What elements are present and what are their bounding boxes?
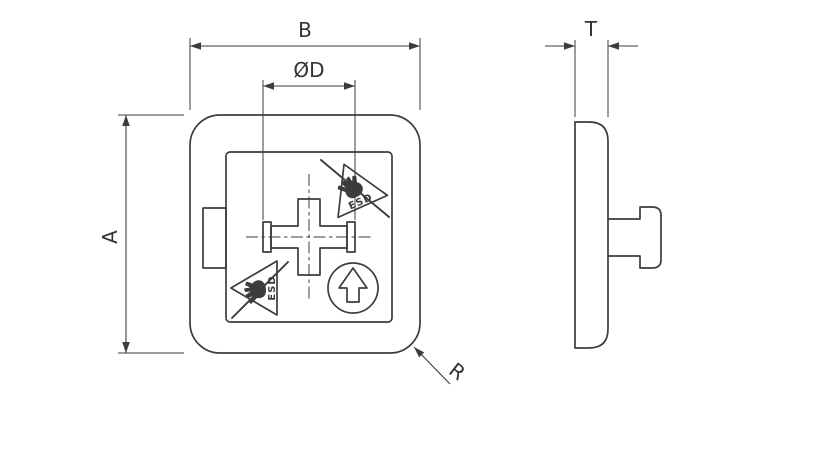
dimension-label-thickness: T <box>584 17 598 41</box>
front-outer-body <box>189 114 421 354</box>
esd-triangle-icon <box>230 260 278 316</box>
arrowhead-right-icon <box>409 42 420 50</box>
dimension-width-B: B <box>189 18 421 110</box>
dimension-height-A: A <box>98 114 184 354</box>
arrowhead-right-icon <box>608 42 619 50</box>
up-arrow-icon <box>338 267 368 303</box>
cross-slot-end-left <box>262 221 272 253</box>
esd-symbol-bottom: ESD <box>230 260 289 319</box>
side-plate-profile <box>574 121 609 349</box>
dimension-label-radius: R <box>444 358 470 386</box>
esd-hand-icon <box>244 280 266 304</box>
dimension-label-height: A <box>98 230 122 244</box>
side-mounting-stem <box>607 206 662 269</box>
esd-symbol-top: ESD <box>320 159 390 219</box>
dimension-label-diameter: ØD <box>293 58 324 82</box>
side-view <box>574 121 662 349</box>
dimension-thickness-T: T <box>545 17 638 117</box>
cross-slot-end-right <box>346 221 356 253</box>
esd-symbol-bottom-label: ESD <box>267 275 278 300</box>
esd-triangle-icon <box>337 163 389 219</box>
arrowhead-right-icon <box>344 82 355 90</box>
arrowhead-left-icon <box>190 42 201 50</box>
radius-callout-R: R <box>413 346 470 386</box>
leader-arrowhead-icon <box>414 347 425 358</box>
front-side-tab <box>202 207 227 269</box>
direction-circle-icon <box>327 262 379 314</box>
dimension-label-width: B <box>298 18 312 42</box>
dimension-diameter-D: ØD <box>262 58 356 220</box>
arrowhead-bottom-icon <box>122 342 130 353</box>
arrowhead-left-icon <box>564 42 575 50</box>
prohibition-slash-bottom <box>231 261 289 319</box>
up-arrow-symbol <box>327 262 379 314</box>
arrowhead-top-icon <box>122 115 130 126</box>
esd-hand-icon <box>337 175 363 199</box>
front-view: ESD ESD <box>189 114 421 354</box>
arrowhead-left-icon <box>263 82 274 90</box>
